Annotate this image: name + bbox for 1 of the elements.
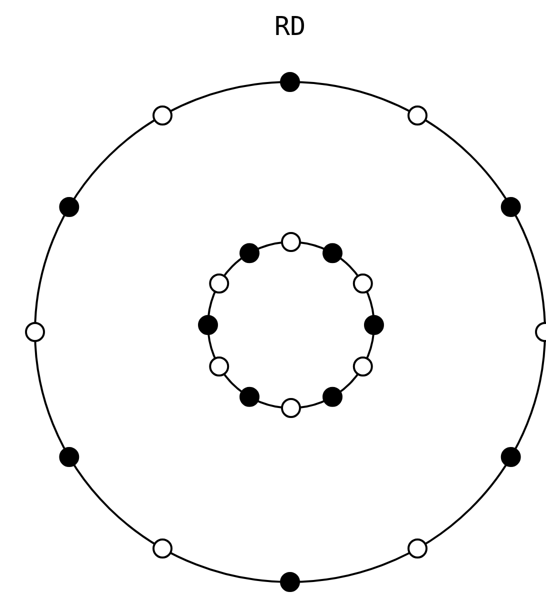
ring-label: RD	[274, 14, 306, 40]
